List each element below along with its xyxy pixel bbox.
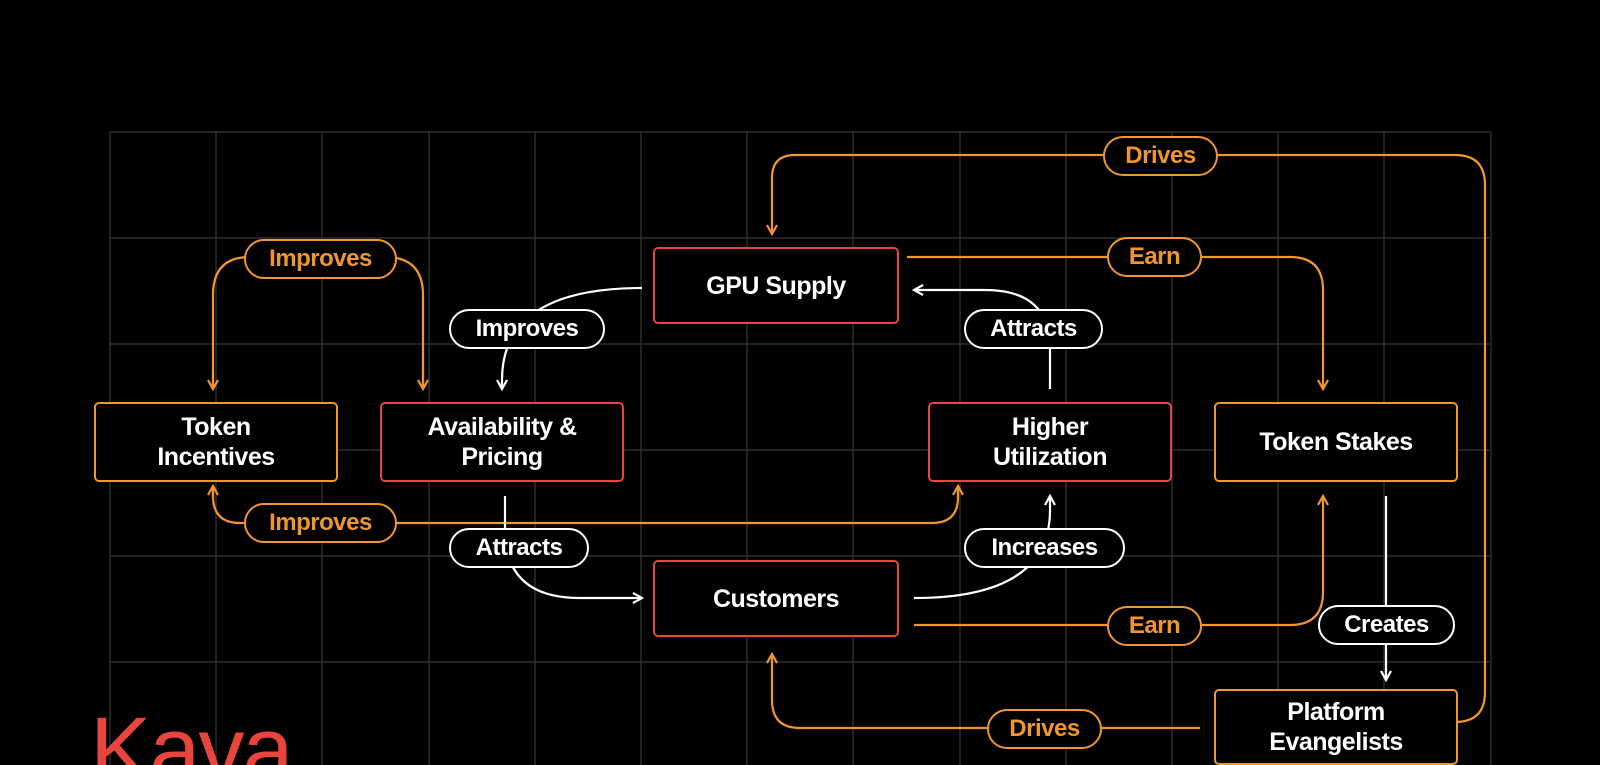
label-improves-supply: Improves bbox=[449, 309, 605, 349]
connector-earn-top bbox=[907, 255, 1323, 389]
connector-increases bbox=[913, 496, 1050, 600]
node-higher-utilization: Higher Utilization bbox=[928, 402, 1172, 482]
node-availability-pricing: Availability & Pricing bbox=[380, 402, 624, 482]
node-gpu-supply: GPU Supply bbox=[653, 247, 899, 324]
label-attracts-customers: Attracts bbox=[449, 528, 589, 568]
node-platform-evangelists: Platform Evangelists bbox=[1214, 689, 1458, 765]
kava-logo: Kava bbox=[90, 699, 294, 765]
label-drives-top: Drives bbox=[1103, 136, 1218, 176]
node-token-stakes: Token Stakes bbox=[1214, 402, 1458, 482]
label-earn-top: Earn bbox=[1107, 237, 1202, 277]
label-creates: Creates bbox=[1318, 605, 1455, 645]
node-customers: Customers bbox=[653, 560, 899, 637]
label-improves-bottom-left: Improves bbox=[244, 503, 397, 543]
connector-earn-bottom bbox=[914, 496, 1323, 627]
label-increases: Increases bbox=[964, 528, 1125, 568]
connector-drives-top bbox=[772, 153, 1487, 724]
connector-drives-bottom bbox=[772, 654, 1200, 730]
label-earn-bottom: Earn bbox=[1107, 606, 1202, 646]
label-drives-bottom: Drives bbox=[987, 709, 1102, 749]
label-improves-top-left: Improves bbox=[244, 239, 397, 279]
label-attracts-supply: Attracts bbox=[964, 309, 1103, 349]
node-token-incentives: Token Incentives bbox=[94, 402, 338, 482]
